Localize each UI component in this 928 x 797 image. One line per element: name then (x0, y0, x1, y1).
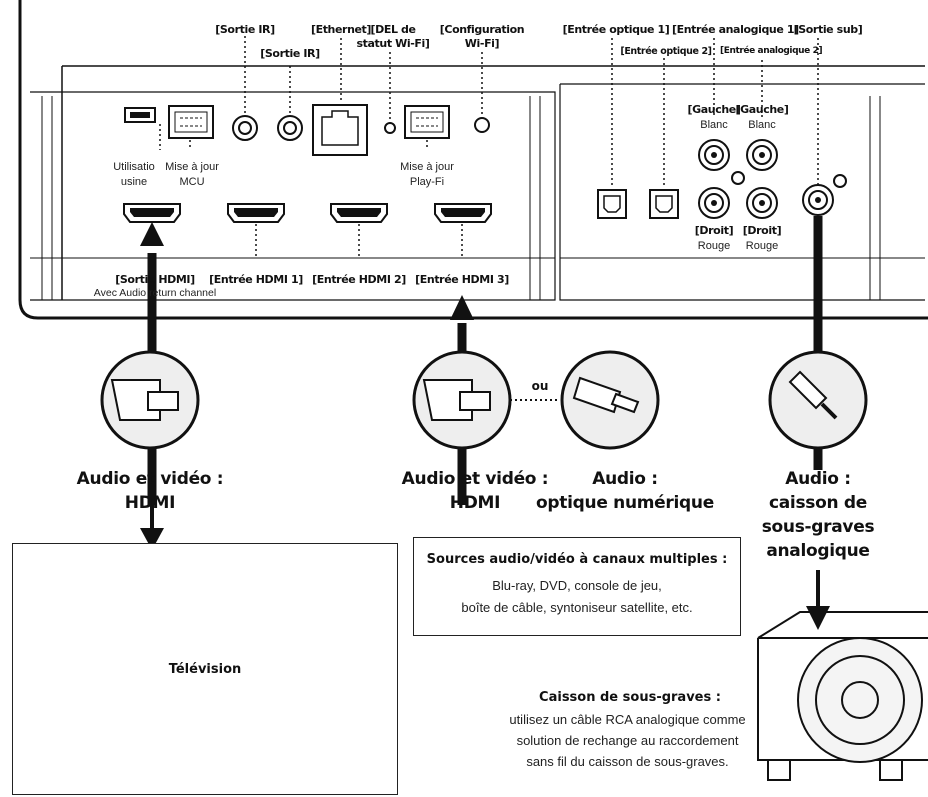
droit-label-1: [Droit] (694, 224, 734, 237)
ir-out-port-1 (232, 115, 258, 141)
sources-title: Sources audio/vidéo à canaux multiples : (426, 552, 728, 567)
hdmi-out-port (123, 203, 181, 223)
optical-connector-icon (560, 350, 660, 450)
av-hdmi-left-line2: HDMI (124, 493, 176, 513)
ethernet-port (312, 104, 368, 156)
sub-out-port (802, 184, 834, 216)
sources-box: Sources audio/vidéo à canaux multiples :… (413, 537, 741, 636)
del-wifi-label-1: [DEL de (370, 23, 416, 36)
wifi-config-button (474, 117, 490, 133)
av-hdmi-mid-line2: HDMI (449, 493, 501, 513)
television-box: Télévision (12, 543, 398, 795)
optical-in-port-2 (649, 189, 679, 219)
wifi-status-led (384, 122, 396, 134)
rca-right-port-1 (698, 187, 730, 219)
sortie-ir-label-1: [Sortie IR] (215, 23, 275, 36)
maj-playfi-label-2: Play-Fi (409, 176, 445, 188)
ou-label: ou (531, 379, 549, 393)
blanc-label-1: Blanc (700, 119, 728, 131)
ethernet-label: [Ethernet] (310, 23, 372, 36)
subwoofer-line1: utilisez un câble RCA analogique comme (509, 712, 746, 727)
optical-in-port-1 (597, 189, 627, 219)
del-wifi-label-2: statut Wi-Fi] (356, 37, 430, 50)
gauche-label-1: [Gauche] (687, 103, 741, 116)
maj-mcu-label-1: Mise à jour (165, 161, 219, 173)
hdmi-connector-icon (412, 350, 512, 450)
hdmi-in-port-3 (434, 203, 492, 223)
entree-optique-2-label: [Entrée optique 2] (620, 46, 712, 57)
droit-label-2: [Droit] (742, 224, 782, 237)
usb-playfi-port (404, 105, 450, 139)
entree-analogique-1-label: [Entrée analogique 1] (672, 23, 799, 36)
blanc-label-2: Blanc (748, 119, 776, 131)
av-hdmi-left-line1: Audio et vidéo : (76, 469, 224, 489)
sortie-hdmi-sublabel: Avec Audio return channel (93, 287, 217, 299)
sortie-ir-label-2: [Sortie IR] (260, 47, 320, 60)
subwoofer-line2: solution de rechange au raccordement (516, 733, 739, 748)
rca-connector-icon (768, 350, 868, 450)
sortie-sub-label: [Sortie sub] (793, 23, 863, 36)
cables (147, 216, 823, 505)
entree-analogique-2-label: [Entrée analogique 2] (720, 46, 823, 56)
sources-line1: Blu-ray, DVD, console de jeu, (492, 578, 662, 593)
utilisation-usine-label-1: Utilisatio (113, 161, 155, 173)
sources-line2: boîte de câble, syntoniseur satellite, e… (461, 600, 693, 615)
television-label: Télévision (168, 662, 242, 677)
rouge-label-2: Rouge (745, 240, 779, 252)
hdmi-in-port-1 (227, 203, 285, 223)
rouge-label-1: Rouge (697, 240, 731, 252)
usb-service-port (124, 107, 156, 123)
entree-hdmi-3-label: [Entrée HDMI 3] (415, 273, 509, 286)
config-wifi-label-1: [Configuration (439, 23, 525, 36)
utilisation-usine-label-2: usine (120, 176, 148, 188)
usb-mcu-port (168, 105, 214, 139)
av-hdmi-mid-line1: Audio et vidéo : (401, 469, 549, 489)
sortie-hdmi-label: [Sortie HDMI] (115, 273, 195, 286)
subwoofer-title: Caisson de sous-graves : (539, 690, 721, 705)
optique-line2: optique numérique (536, 493, 714, 513)
sub-line3: sous-graves (761, 517, 875, 537)
ground-screw (731, 171, 745, 185)
entree-optique-1-label: [Entrée optique 1] (562, 23, 670, 36)
rca-right-port-2 (746, 187, 778, 219)
subwoofer-drawing (757, 611, 928, 781)
rca-left-port-2 (746, 139, 778, 171)
hdmi-connector-icon (100, 350, 200, 450)
rca-left-port-1 (698, 139, 730, 171)
sub-line2: caisson de (768, 493, 867, 513)
maj-mcu-label-2: MCU (179, 176, 205, 188)
subwoofer-line3: sans fil du caisson de sous-graves. (526, 754, 729, 769)
ir-out-port-2 (277, 115, 303, 141)
entree-hdmi-1-label: [Entrée HDMI 1] (209, 273, 303, 286)
sub-ground-screw (833, 174, 847, 188)
maj-playfi-label-1: Mise à jour (400, 161, 454, 173)
sub-line1: Audio : (785, 469, 851, 489)
config-wifi-label-2: Wi-Fi] (464, 37, 500, 50)
optique-line1: Audio : (592, 469, 658, 489)
sub-line4: analogique (766, 541, 870, 561)
leader-lines (159, 36, 819, 258)
entree-hdmi-2-label: [Entrée HDMI 2] (312, 273, 406, 286)
hdmi-in-port-2 (330, 203, 388, 223)
gauche-label-2: [Gauche] (735, 103, 789, 116)
device-rear-panel (18, 0, 928, 320)
